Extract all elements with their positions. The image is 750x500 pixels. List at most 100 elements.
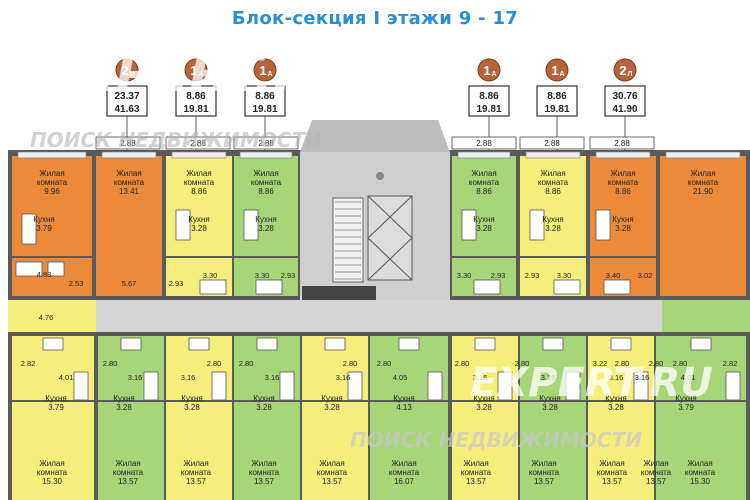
bottom-hall-area: 2.80	[239, 359, 254, 368]
living-area: 23.37	[114, 91, 139, 102]
bottom-room-block	[370, 336, 448, 500]
balcony	[451, 136, 517, 150]
balcony-area: 2.88	[258, 139, 274, 148]
total-area: 19.81	[544, 104, 569, 115]
bottom-room-label: комната	[389, 468, 420, 477]
stair-core	[300, 120, 450, 300]
balcony	[165, 136, 231, 150]
partition	[98, 400, 164, 402]
bath-fixture	[324, 337, 346, 351]
area-box	[106, 85, 148, 117]
bottom-room-block	[12, 336, 94, 500]
total-area: 19.81	[252, 104, 277, 115]
bottom-room-block	[302, 336, 368, 500]
bath-fixture	[47, 261, 65, 277]
bottom-bath-area: 4.05	[393, 373, 408, 382]
bottom-room-label: Жилая	[599, 459, 624, 468]
bath-fixture	[199, 279, 227, 295]
bottom-room-block	[166, 336, 232, 500]
badge-circle	[477, 58, 501, 82]
partition	[452, 400, 518, 402]
bottom-room-label: комната	[113, 468, 144, 477]
top-misc-area: 2.93	[491, 271, 506, 280]
bottom-kitchen-area: 3.79	[678, 403, 694, 412]
bottom-kitchen-area: 3.28	[476, 403, 492, 412]
badge-circle	[253, 58, 277, 82]
bottom-room-label: Жилая	[687, 459, 712, 468]
window	[525, 151, 581, 159]
bottom-room-area: 13.57	[186, 477, 207, 486]
bottom-room-area: 16.07	[394, 477, 415, 486]
bath-fixture	[255, 279, 283, 295]
top-room-area: 8.86	[191, 187, 207, 196]
kitchen-counter	[427, 371, 443, 401]
total-area: 19.81	[476, 104, 501, 115]
bottom-kitchen-label: Кухня	[473, 394, 494, 403]
bottom-kitchen-area: 3.79	[48, 403, 64, 412]
bottom-kitchen-area: 4.13	[396, 403, 412, 412]
kitchen-counter	[243, 209, 259, 241]
bottom-kitchen-area: 3.28	[542, 403, 558, 412]
bottom-kitchen-label: Кухня	[45, 394, 66, 403]
bath-fixture	[610, 337, 632, 351]
staircase	[335, 201, 361, 280]
partition	[234, 400, 300, 402]
badge-circle	[184, 58, 208, 82]
bottom-room-label: Жилая	[319, 459, 344, 468]
bottom-room-label: Жилая	[115, 459, 140, 468]
partition	[656, 400, 746, 402]
bottom-room-area: 15.30	[690, 477, 711, 486]
bottom-room-area: 13.57	[466, 477, 487, 486]
top-misc-area: 3.30	[203, 271, 218, 280]
kitchen-counter	[461, 209, 477, 241]
bottom-room-label: комната	[181, 468, 212, 477]
top-room-label: Жилая	[471, 169, 496, 178]
bottom-kitchen-area: 3.28	[184, 403, 200, 412]
top-room-label: комната	[114, 178, 145, 187]
bottom-room-label: Жилая	[463, 459, 488, 468]
kitchen-counter	[565, 371, 581, 401]
bottom-room-label: комната	[317, 468, 348, 477]
top-room-label: Жилая	[39, 169, 64, 178]
area-box	[536, 85, 578, 117]
partition	[234, 256, 298, 258]
balcony-area: 2.88	[120, 139, 136, 148]
top-room-label: Жилая	[116, 169, 141, 178]
kitchen-counter	[529, 209, 545, 241]
bottom-bath-area: 3.16	[265, 373, 280, 382]
bottom-room-block	[234, 336, 300, 500]
partition	[166, 256, 232, 258]
bottom-apartments	[12, 336, 746, 500]
total-area: 41.90	[612, 104, 637, 115]
top-kitchen-label: Кухня	[33, 215, 54, 224]
top-misc-area: 2.93	[169, 279, 184, 288]
top-room-label: комната	[538, 178, 569, 187]
top-misc-area: 2.93	[281, 271, 296, 280]
partition	[590, 256, 656, 258]
badge-rooms: 1	[190, 63, 197, 78]
bottom-bath-area: 3.16	[635, 373, 650, 382]
top-misc-area: 3.30	[457, 271, 472, 280]
living-area: 30.76	[612, 91, 637, 102]
partition	[520, 256, 586, 258]
partition	[12, 256, 92, 258]
bottom-room-label: комната	[37, 468, 68, 477]
bottom-room-block	[588, 336, 654, 500]
bottom-room-block	[656, 336, 746, 500]
bath-fixture	[542, 337, 564, 351]
kitchen-counter	[21, 213, 37, 245]
top-apartments	[12, 151, 746, 296]
balcony-area: 2.88	[614, 139, 630, 148]
bottom-hall-area: 2.80	[343, 359, 358, 368]
kitchen-counter	[143, 371, 159, 401]
kitchen-counter	[279, 371, 295, 401]
top-room-label: Жилая	[253, 169, 278, 178]
top-room-area: 8.86	[476, 187, 492, 196]
window	[457, 151, 511, 159]
bottom-room-label: Жилая	[643, 459, 668, 468]
top-room-area: 9.96	[44, 187, 60, 196]
kitchen-counter	[347, 371, 363, 401]
bottom-room-label: комната	[597, 468, 628, 477]
top-room-label: комната	[251, 178, 282, 187]
